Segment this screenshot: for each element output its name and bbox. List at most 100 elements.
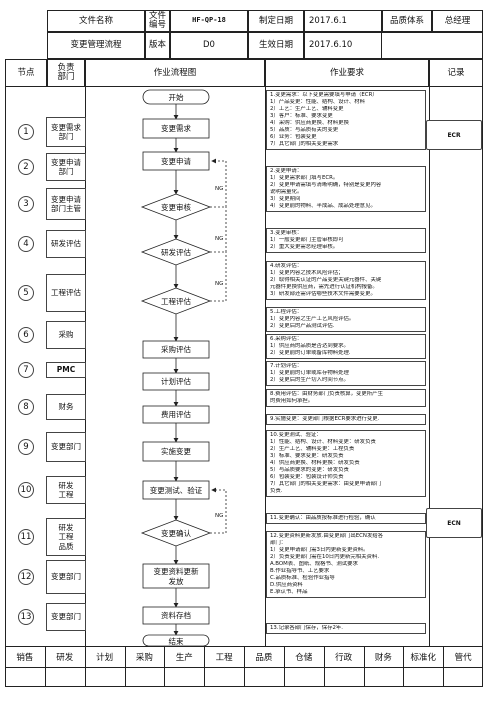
doc-title: 变更管理流程 (47, 32, 145, 59)
requirement-line: 4）供应商更换、材料更换：研发负责 (270, 460, 360, 467)
requirement-line: 3）客户：标准、要求变更 (270, 113, 333, 120)
footer-dept-1: 销售 (16, 653, 34, 663)
node-dept-3: 变更申请部门主管 (46, 188, 86, 220)
node-dept-line: 变更申请 (51, 194, 81, 204)
requirement-line: 2）生产工艺、辅料变更：工程负责 (270, 446, 355, 453)
node-dept-line: 部门主管 (51, 204, 81, 213)
record-ecn: ECN (447, 519, 461, 527)
requirement-line: 4）变更前的物料、半成品、成品处理意见。 (270, 203, 376, 210)
requirement-line: 9.实施变更：变更部门根据ECR要求进行变更. (270, 416, 380, 422)
flow-step-13: 资料存档 (161, 610, 191, 620)
requirement-line: 3）标准、要求变更：研发负责 (270, 453, 344, 460)
requirement-line: 2）负责变更部门需在10日内更新完相关资料. (270, 554, 380, 561)
requirement-line: 5.工程评估： (270, 309, 303, 315)
header-blank (382, 32, 483, 59)
requirement-line: 2）变更前的订单或备库物料处理. (270, 350, 351, 357)
node-number-9: 9 (18, 439, 34, 455)
requirement-line: 8.费用评估：由财务部门负责核算，变更所产生 (270, 391, 383, 397)
manager-label: 总经理 (432, 10, 483, 32)
requirement-line: E.承认书、样品 (270, 589, 308, 596)
requirement-line: B.作业指导书、工艺要求 (270, 568, 330, 575)
footer-dept-6: 工程 (215, 653, 233, 663)
requirement-line: 2.变更申请： (270, 168, 303, 174)
ng-label-1: NG (215, 186, 223, 192)
requirement-line: 2）变更申请需填写清晰明确，特别是变更内容 (270, 182, 382, 189)
version-value: D0 (170, 32, 248, 59)
node-dept-7: PMC (46, 362, 86, 378)
node-dept-line: 研发 (58, 522, 74, 532)
footer-dept-11: 标准化 (410, 653, 436, 663)
requirement-line: 1）变更内容之技术风险评估； (270, 270, 344, 277)
requirement-8: 8.费用评估：由财务部门负责核算，变更所产生的费用如何承担。 (266, 389, 426, 408)
node-dept-line: 工程 (58, 532, 74, 542)
node-dept-line: 工程 (58, 490, 74, 499)
flow-step-10: 变更测试、验证 (150, 485, 203, 495)
requirement-line: 5）品质：与品质有关的变更 (270, 127, 339, 134)
node-dept-line: 研发评估 (51, 239, 81, 249)
flow-step-3: 变更审核 (161, 202, 191, 212)
node-dept-5: 工程评估 (46, 274, 86, 312)
node-dept-line: 工程评估 (51, 288, 81, 298)
node-number-6: 6 (18, 327, 34, 343)
requirement-line: 3.变更审核： (270, 230, 303, 236)
requirement-4: 4.研发评估：1）变更内容之技术风险评估；2）取得相关认证的产品变更关键元器件、… (266, 261, 426, 301)
node-dept-line: 变更需求 (51, 122, 81, 132)
flow-step-1: 变更需求 (161, 123, 191, 133)
node-dept-12: 变更部门 (46, 560, 86, 594)
record-ecn-box: ECN (426, 508, 482, 538)
flow-step-9: 实施变更 (161, 446, 191, 456)
node-dept-11: 研发工程品质 (46, 518, 86, 556)
requirement-line: 4.研发评估： (270, 263, 303, 269)
system-label: 品质体系 (382, 10, 432, 32)
node-number-10: 10 (18, 482, 34, 498)
node-dept-line: 采购 (58, 330, 74, 340)
requirement-13: 13.记录各部门保存，保存2年. (266, 623, 426, 635)
node-dept-line: 部门 (58, 132, 74, 141)
node-dept-line: 部门 (58, 167, 74, 176)
footer-dept-7: 品质 (255, 653, 273, 663)
effective-label: 生效日期 (248, 32, 304, 59)
file-no-value: HF-QP-18 (170, 10, 248, 32)
footer-dept-2: 研发 (56, 653, 74, 663)
requirement-line: 6.采购评估： (270, 336, 303, 342)
file-name-label: 文件名称 (47, 10, 145, 32)
flow-step-6: 采购评估 (161, 344, 191, 354)
footer-dept-9: 行政 (335, 653, 353, 663)
requirement-line: 1）产品变更：性能、结构、设计、材料 (270, 99, 366, 106)
col-node: 节点 (5, 59, 47, 87)
footer-dept-3: 计划 (96, 653, 114, 663)
requirement-line: 13.记录各部门保存，保存2年. (270, 625, 344, 631)
node-number-4: 4 (18, 236, 34, 252)
flow-step-5: 工程评估 (161, 296, 191, 306)
col-req: 作业要求 (265, 59, 429, 87)
requirement-line: 2）变更后的产品测试评估. (270, 323, 335, 330)
requirement-line: 1）性能、结构、设计、材料变更：研发负责 (270, 439, 376, 446)
node-number-8: 8 (18, 399, 34, 415)
node-number-12: 12 (18, 569, 34, 585)
requirement-line: 1）供应商的品质是否达到要求。 (270, 343, 349, 350)
node-dept-9: 变更部门 (46, 432, 86, 462)
requirement-9: 9.实施变更：变更部门根据ECR要求进行变更. (266, 414, 426, 426)
col-record: 记录 (429, 59, 483, 87)
requirement-line: C.品质标准、检验作业指导 (270, 575, 335, 582)
requirement-5: 5.工程评估：1）变更内容之生产工艺风险评估。2）变更后的产品测试评估. (266, 307, 426, 333)
footer-dept-4: 采购 (135, 653, 153, 663)
flow-step-12a: 变更资料更新 (154, 566, 199, 576)
requirement-line: 部门： (270, 540, 287, 547)
requirement-line: 11.变更确认：由品质按标准进行检验，确认 (270, 515, 376, 521)
node-dept-line: 变更部门 (51, 572, 81, 582)
node-dept-13: 变更部门 (46, 603, 86, 631)
record-ecr: ECR (447, 131, 461, 139)
footer-dept-10: 财务 (374, 653, 392, 663)
node-number-7: 7 (18, 362, 34, 378)
version-label: 版本 (145, 32, 170, 59)
requirement-line: 1）变更内容之生产工艺风险评估。 (270, 316, 355, 323)
requirement-line: 1）变更前的订单或库存物料处理 (270, 370, 349, 377)
node-number-13: 13 (18, 609, 34, 625)
requirement-line: 2）重大变更需总经理审核。 (270, 244, 339, 251)
node-number-11: 11 (18, 529, 34, 545)
flow-step-7: 计划评估 (161, 376, 191, 386)
node-dept-line: 变更部门 (51, 442, 81, 452)
requirement-line: 12.变更资料更新发放.由变更部门出ECN发给各 (270, 533, 384, 539)
